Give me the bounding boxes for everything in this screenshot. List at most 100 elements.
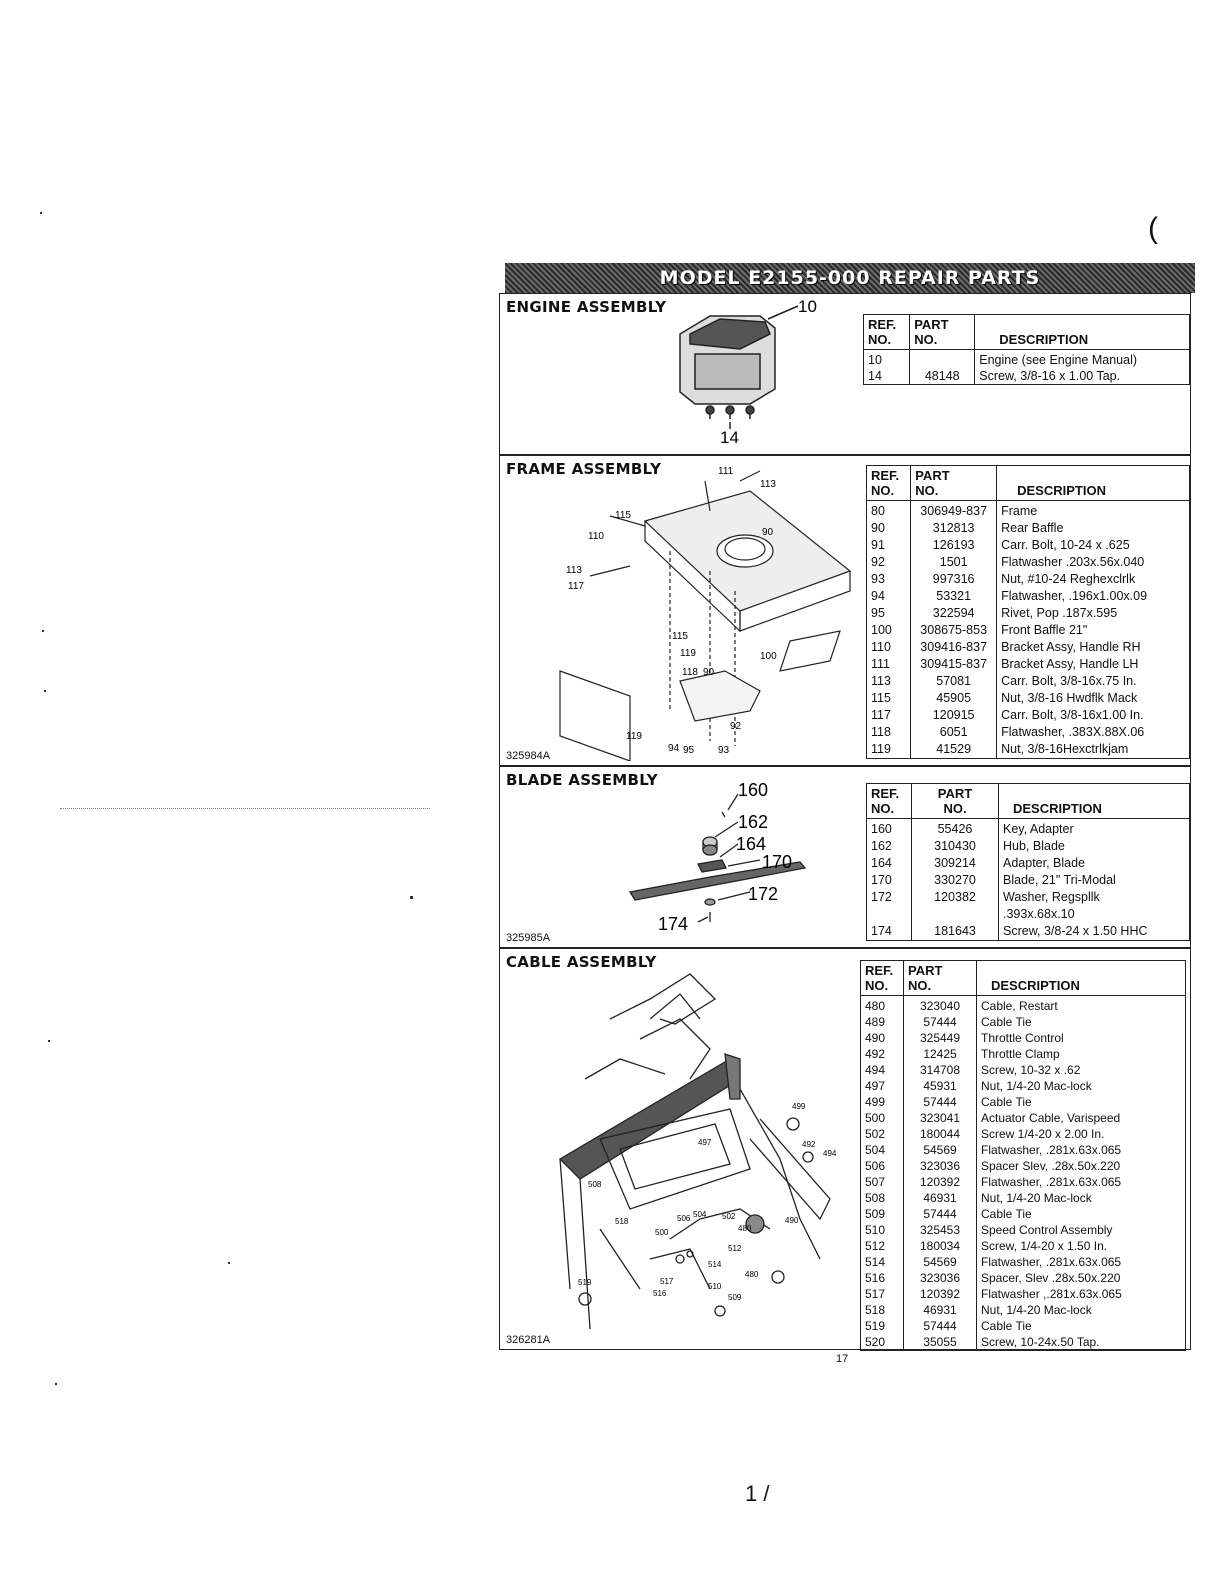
cell-part: 6051	[910, 724, 998, 741]
cell-part: 309416-837	[910, 639, 998, 656]
figure-code: 326281A	[506, 1334, 551, 1346]
cell-part: 57444	[903, 1318, 977, 1334]
callout-492: 492	[802, 1140, 816, 1149]
cell-part: 53321	[910, 588, 998, 605]
callout-170: 170	[762, 852, 792, 872]
cell-desc: Screw 1/4-20 x 2.00 In.	[976, 1126, 1186, 1142]
cell-part	[911, 906, 999, 923]
cell-ref: 160	[866, 818, 912, 838]
cell-part: 12425	[903, 1046, 977, 1062]
cell-ref: 510	[860, 1222, 904, 1238]
cell-part: 54569	[903, 1254, 977, 1270]
description-header: DESCRIPTION	[974, 314, 1190, 350]
cell-part: 323041	[903, 1110, 977, 1126]
cell-part: 54569	[903, 1142, 977, 1158]
ref-header: NO.	[868, 332, 892, 347]
cell-ref: 504	[860, 1142, 904, 1158]
cell-part: 323036	[903, 1270, 977, 1286]
cell-desc: Nut, 1/4-20 Mac-lock	[976, 1078, 1186, 1094]
cell-desc: Flatwasher, .281x.63x.065	[976, 1174, 1186, 1190]
callout-480: 480	[745, 1270, 759, 1279]
part-header: NO.	[914, 332, 938, 347]
callout-111: 111	[718, 466, 734, 477]
scan-speck	[55, 1383, 57, 1385]
part-header: PART	[914, 317, 949, 332]
cell-ref: 95	[865, 605, 912, 622]
scan-speck	[40, 212, 42, 214]
cell-ref: 117	[865, 707, 912, 724]
scan-dotted-line	[60, 808, 430, 809]
callout-497: 497	[698, 1138, 712, 1147]
ref-header: NO.	[865, 978, 889, 993]
cell-part: 312813	[910, 520, 998, 537]
cell-ref: 93	[865, 571, 912, 588]
cell-desc: Screw, 10-32 x .62	[976, 1062, 1186, 1078]
callout-490: 490	[785, 1216, 799, 1225]
frame-diagram: 111 113 115 110 90 113 117 115 119 118 9…	[559, 466, 852, 761]
cell-ref: 514	[860, 1254, 904, 1270]
ref-header: NO.	[871, 483, 895, 498]
cell-ref: 519	[860, 1318, 904, 1334]
callout-508: 508	[588, 1180, 602, 1189]
callout-509: 509	[728, 1293, 742, 1302]
frame-assembly-section: FRAME ASSEMBLY 325984A 111 113 115 110 9…	[499, 455, 1191, 766]
cell-desc: Carr. Bolt, 10-24 x .625	[996, 537, 1190, 554]
page-number: 17	[836, 1353, 849, 1365]
cell-desc: Cable, Restart	[976, 995, 1186, 1014]
callout-100: 100	[760, 651, 777, 662]
part-header: PART	[908, 963, 943, 978]
cell-part: 35055	[903, 1334, 977, 1351]
callout-502: 502	[722, 1212, 736, 1221]
callout-480: 480	[738, 1224, 752, 1233]
callout-90: 90	[762, 527, 774, 538]
cell-desc: Flatwasher ,.281x.63x.065	[976, 1286, 1186, 1302]
cell-ref: 516	[860, 1270, 904, 1286]
cell-desc: Spacer, Slev .28x.50x.220	[976, 1270, 1186, 1286]
cell-ref: 490	[860, 1030, 904, 1046]
cell-desc: .393x.68x.10	[998, 906, 1190, 923]
cell-desc: Blade, 21" Tri-Modal	[998, 872, 1190, 889]
cell-ref: 94	[865, 588, 912, 605]
cell-ref: 512	[860, 1238, 904, 1254]
cell-ref: 494	[860, 1062, 904, 1078]
cell-part: 325449	[903, 1030, 977, 1046]
cell-part: 180044	[903, 1126, 977, 1142]
callout-113: 113	[760, 479, 776, 490]
cell-desc: Hub, Blade	[998, 838, 1190, 855]
cell-part: 323040	[903, 995, 977, 1014]
cell-ref: 119	[865, 741, 912, 759]
ref-header: REF.	[871, 468, 900, 483]
cell-part: 997316	[910, 571, 998, 588]
callout-92: 92	[730, 721, 742, 732]
cell-ref: 115	[865, 690, 912, 707]
callout-517: 517	[660, 1277, 674, 1286]
cell-desc: Adapter, Blade	[998, 855, 1190, 872]
callout-119: 119	[680, 648, 696, 659]
cell-ref: 517	[860, 1286, 904, 1302]
cell-desc: Washer, Regspllk	[998, 889, 1190, 906]
cell-desc: Carr. Bolt, 3/8-16x1.00 In.	[996, 707, 1190, 724]
callout-117: 117	[568, 581, 584, 592]
cell-ref: 492	[860, 1046, 904, 1062]
cell-desc: Flatwasher .203x.56x.040	[996, 554, 1190, 571]
cell-desc: Actuator Cable, Varispeed	[976, 1110, 1186, 1126]
callout-506: 506	[677, 1214, 691, 1223]
cell-ref: 489	[860, 1014, 904, 1030]
callout-518: 518	[615, 1217, 629, 1226]
cell-desc: Cable Tie	[976, 1318, 1186, 1334]
